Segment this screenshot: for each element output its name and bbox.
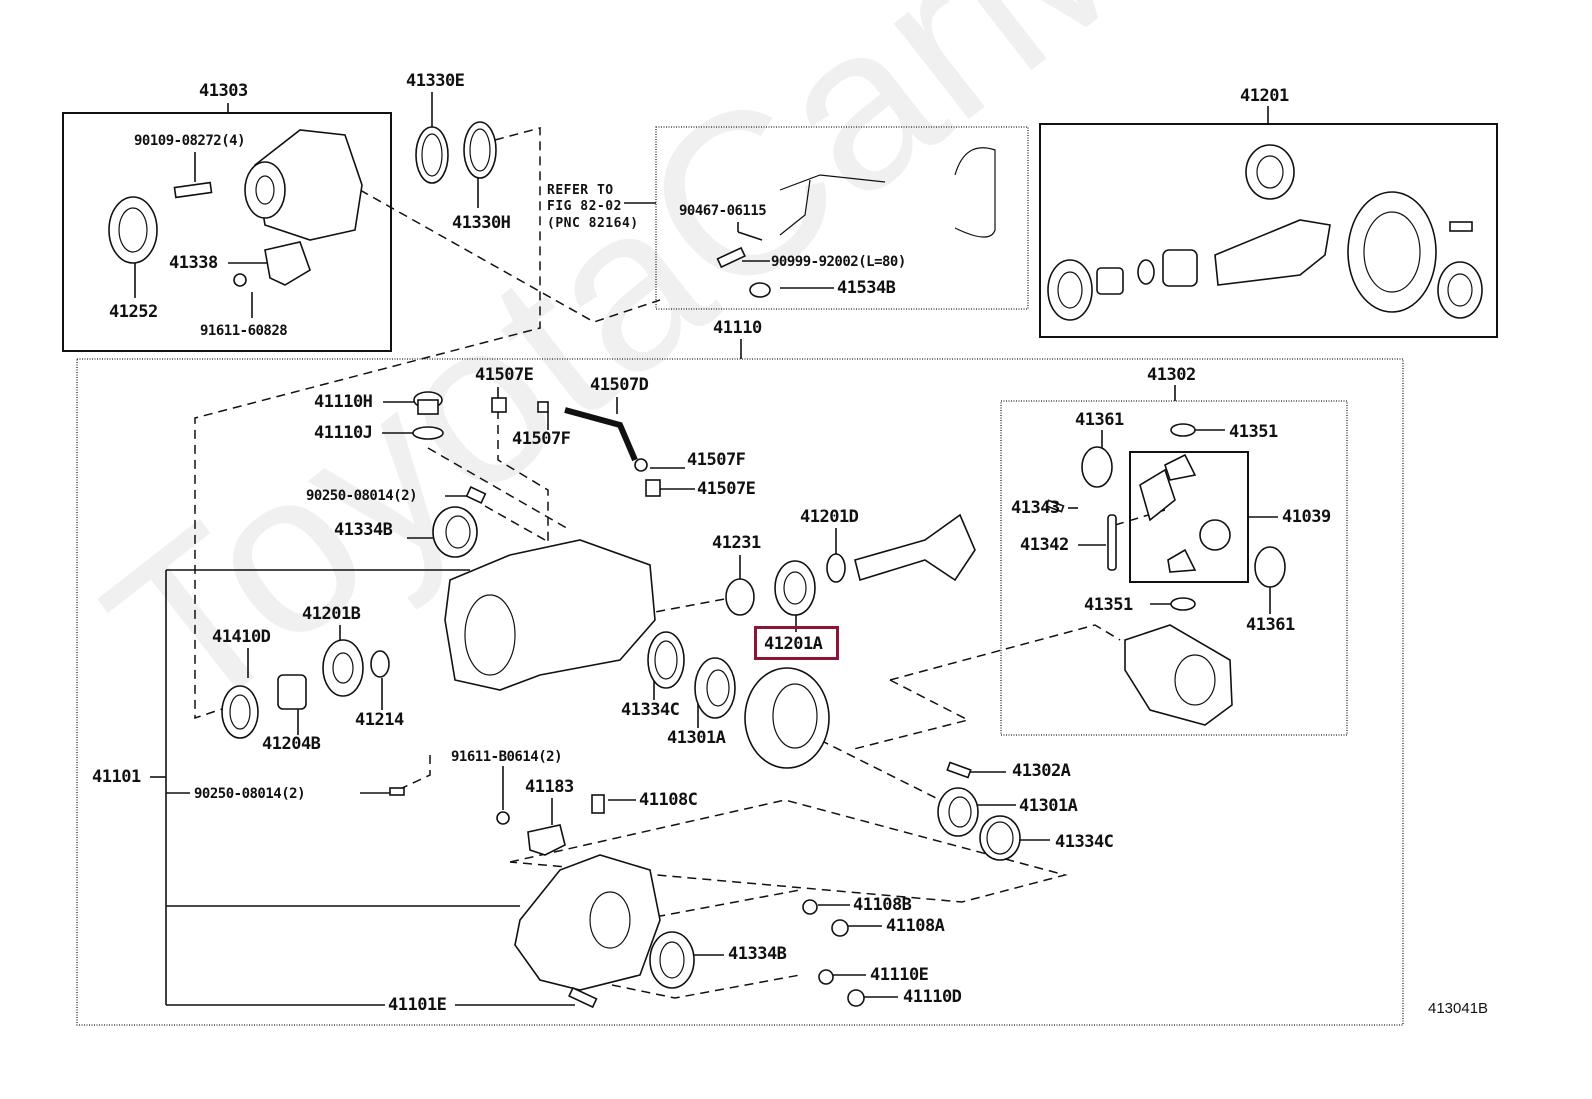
- refer-note: REFER TO FIG 82-02 (PNC 82164): [547, 183, 639, 232]
- part-label-41351-bottom[interactable]: 41351: [1084, 595, 1133, 615]
- part-label-41108c[interactable]: 41108C: [639, 790, 698, 810]
- part-label-41361-bottom[interactable]: 41361: [1246, 615, 1295, 635]
- part-label-41204b[interactable]: 41204B: [262, 734, 321, 754]
- part-label-90467-06115[interactable]: 90467-06115: [679, 203, 767, 219]
- group-label-41303[interactable]: 41303: [199, 81, 248, 101]
- group-label-41110[interactable]: 41110: [713, 318, 762, 338]
- part-label-41410d[interactable]: 41410D: [212, 627, 271, 647]
- part-label-41301a-right[interactable]: 41301A: [1019, 796, 1078, 816]
- part-label-41334b-top[interactable]: 41334B: [334, 520, 393, 540]
- refer-note-line-1: REFER TO: [547, 183, 614, 198]
- part-label-41338[interactable]: 41338: [169, 253, 218, 273]
- group-box-41302: [1000, 400, 1348, 736]
- part-label-41330e[interactable]: 41330E: [406, 71, 465, 91]
- highlight-box: [754, 626, 839, 660]
- group-label-41201[interactable]: 41201: [1240, 86, 1289, 106]
- part-label-41361-top[interactable]: 41361: [1075, 410, 1124, 430]
- group-box-hose: [655, 126, 1029, 310]
- part-label-91611-60828[interactable]: 91611-60828: [200, 323, 288, 339]
- part-label-90250-08014-bottom[interactable]: 90250-08014(2): [194, 786, 306, 802]
- part-label-41302a[interactable]: 41302A: [1012, 761, 1071, 781]
- part-label-41534b[interactable]: 41534B: [837, 278, 896, 298]
- part-label-90999-92002[interactable]: 90999-92002(L=80): [771, 254, 906, 270]
- part-label-41330h[interactable]: 41330H: [452, 213, 511, 233]
- group-box-41110: [76, 358, 1404, 1026]
- part-label-41201b[interactable]: 41201B: [302, 604, 361, 624]
- part-label-41110h[interactable]: 41110H: [314, 392, 373, 412]
- part-label-41108a[interactable]: 41108A: [886, 916, 945, 936]
- part-label-41334c-right[interactable]: 41334C: [1055, 832, 1114, 852]
- part-label-91611-b0614[interactable]: 91611-B0614(2): [451, 749, 563, 765]
- part-label-41214[interactable]: 41214: [355, 710, 404, 730]
- part-label-41507e-b[interactable]: 41507E: [697, 479, 756, 499]
- part-label-41110j[interactable]: 41110J: [314, 423, 373, 443]
- part-label-41342[interactable]: 41342: [1020, 535, 1069, 555]
- group-label-41101[interactable]: 41101: [92, 767, 141, 787]
- part-label-41231[interactable]: 41231: [712, 533, 761, 553]
- part-label-41507d[interactable]: 41507D: [590, 375, 649, 395]
- group-label-41039[interactable]: 41039: [1282, 507, 1331, 527]
- part-label-41252[interactable]: 41252: [109, 302, 158, 322]
- part-label-41343[interactable]: 41343: [1011, 498, 1060, 518]
- refer-note-line-3: (PNC 82164): [547, 215, 639, 231]
- part-label-41183[interactable]: 41183: [525, 777, 574, 797]
- part-label-90250-08014-top[interactable]: 90250-08014(2): [306, 488, 418, 504]
- group-box-41303: [62, 112, 392, 352]
- part-shapes: [108, 121, 1483, 1009]
- part-label-41101e[interactable]: 41101E: [388, 995, 447, 1015]
- figure-code: 413041B: [1428, 1000, 1489, 1017]
- part-label-41351-top[interactable]: 41351: [1229, 422, 1278, 442]
- part-label-41507f-b[interactable]: 41507F: [687, 450, 746, 470]
- part-label-41507e-top[interactable]: 41507E: [475, 365, 534, 385]
- part-label-41334b-bottom[interactable]: 41334B: [728, 944, 787, 964]
- part-label-41201d[interactable]: 41201D: [800, 507, 859, 527]
- group-label-41302[interactable]: 41302: [1147, 365, 1196, 385]
- refer-note-line-2: FIG 82-02: [547, 199, 622, 215]
- part-label-90109-08272[interactable]: 90109-08272(4): [134, 133, 246, 149]
- part-label-41108b[interactable]: 41108B: [853, 895, 912, 915]
- part-label-41201a[interactable]: 41201A: [764, 634, 823, 654]
- part-label-41507f-a[interactable]: 41507F: [512, 429, 571, 449]
- part-label-41334c-left[interactable]: 41334C: [621, 700, 680, 720]
- part-label-41110e[interactable]: 41110E: [870, 965, 929, 985]
- part-label-41301a-left[interactable]: 41301A: [667, 728, 726, 748]
- part-label-41110d[interactable]: 41110D: [903, 987, 962, 1007]
